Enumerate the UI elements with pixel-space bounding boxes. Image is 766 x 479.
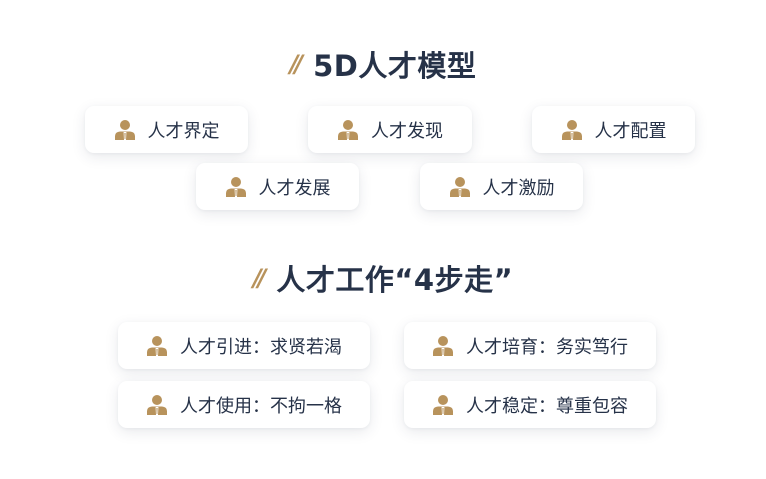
section-title-5d-model: // 5D人才模型 — [0, 44, 766, 84]
card-label: 人才界定 — [147, 120, 220, 142]
slash-decoration-icon: // — [289, 50, 303, 78]
card-talent-discovery: 人才发现 — [308, 106, 472, 153]
card-label: 人才引进：求贤若渴 — [180, 336, 342, 358]
card-talent-development: 人才发展 — [196, 163, 359, 210]
card-talent-allocation: 人才配置 — [532, 106, 695, 153]
card-talent-definition: 人才界定 — [85, 106, 248, 153]
card-label: 人才培育：务实笃行 — [466, 336, 628, 358]
person-icon — [337, 119, 359, 141]
person-icon — [432, 335, 454, 357]
card-talent-recruitment: 人才引进：求贤若渴 — [118, 322, 370, 369]
person-icon — [146, 394, 168, 416]
section-title-text: 人才工作“4步走” — [276, 263, 514, 297]
person-icon — [225, 176, 247, 198]
card-label: 人才激励 — [482, 177, 555, 199]
person-icon — [114, 119, 136, 141]
slash-decoration-icon: // — [252, 264, 266, 292]
section-title-4-steps: // 人才工作“4步走” — [0, 258, 766, 298]
card-label: 人才发展 — [258, 177, 331, 199]
card-label: 人才配置 — [594, 120, 667, 142]
person-icon — [146, 335, 168, 357]
section-title-text: 5D人才模型 — [313, 49, 477, 83]
card-label: 人才发现 — [371, 120, 443, 142]
card-talent-retention: 人才稳定：尊重包容 — [404, 381, 656, 428]
card-talent-incentive: 人才激励 — [420, 163, 583, 210]
person-icon — [432, 394, 454, 416]
card-label: 人才使用：不拘一格 — [180, 395, 342, 417]
person-icon — [449, 176, 471, 198]
card-talent-cultivation: 人才培育：务实笃行 — [404, 322, 656, 369]
person-icon — [561, 119, 583, 141]
card-talent-utilization: 人才使用：不拘一格 — [118, 381, 370, 428]
card-label: 人才稳定：尊重包容 — [466, 395, 628, 417]
